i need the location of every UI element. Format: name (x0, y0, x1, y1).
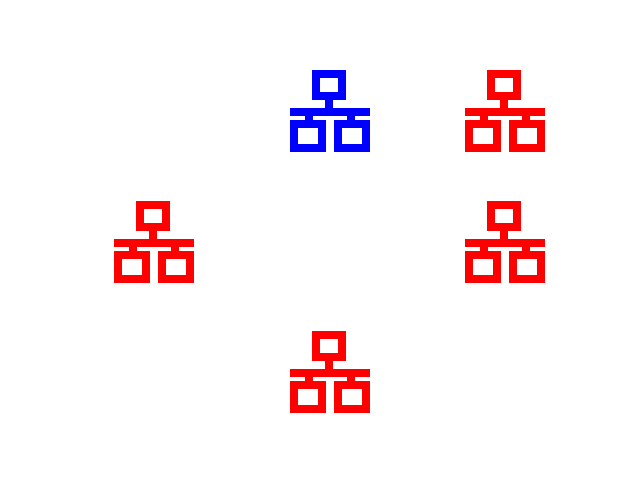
network-icon[interactable] (288, 331, 372, 415)
network-icon[interactable] (463, 201, 547, 285)
network-icon[interactable] (463, 70, 547, 154)
network-icon[interactable] (112, 201, 196, 285)
network-icon[interactable] (288, 70, 372, 154)
